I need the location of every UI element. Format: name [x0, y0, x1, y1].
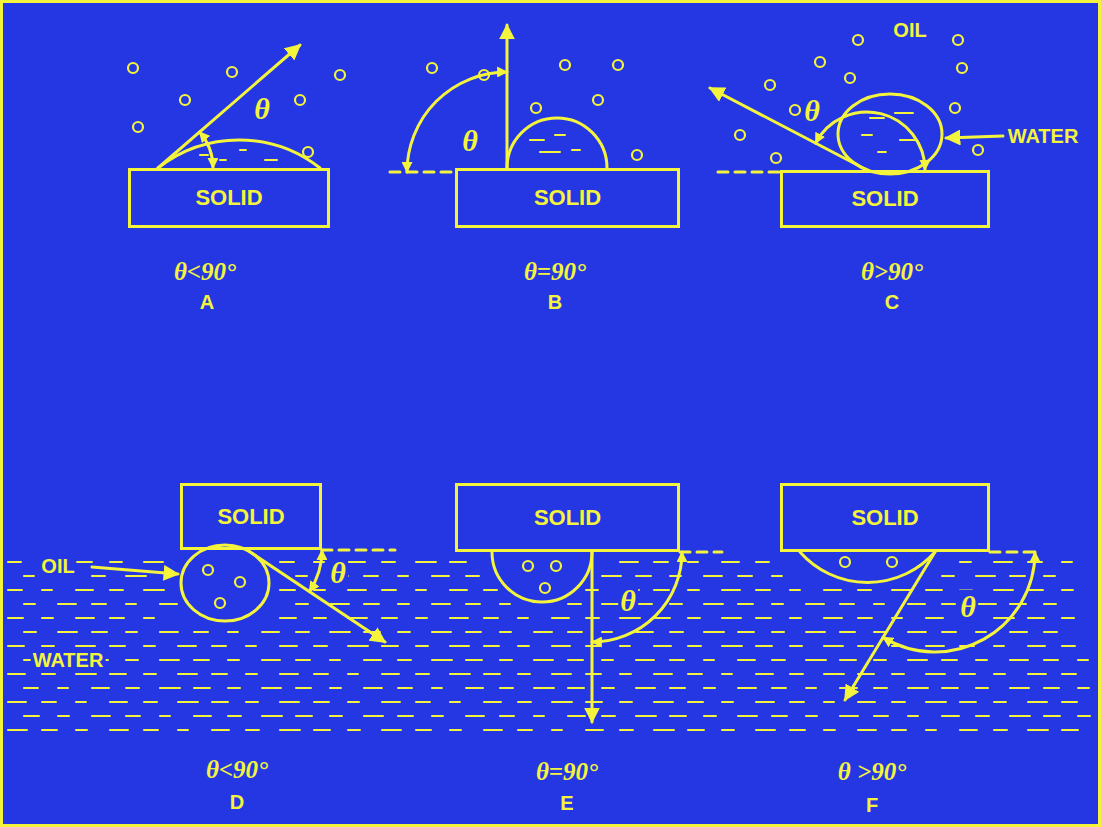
solid-block: SOLID — [780, 483, 990, 552]
water-texture — [200, 150, 277, 160]
angle-symbol: θ — [958, 590, 978, 623]
angle-caption: θ=90° — [522, 258, 588, 286]
angle-caption: θ>90° — [859, 258, 925, 286]
phase-label: WATER — [1006, 125, 1081, 147]
solid-block: SOLID — [455, 483, 680, 552]
surface-line — [680, 551, 722, 554]
panel-letter: B — [546, 291, 564, 313]
surface-line — [322, 549, 395, 552]
tangent-arrow — [710, 88, 867, 170]
oil-droplets — [523, 561, 561, 593]
angle-arc — [200, 132, 213, 168]
solid-block: SOLID — [180, 483, 322, 550]
panel-letter: A — [198, 291, 216, 313]
angle-symbol: θ — [460, 124, 480, 157]
block-label: SOLID — [851, 186, 918, 212]
solid-block: SOLID — [780, 170, 990, 228]
angle-symbol: θ — [618, 584, 638, 617]
solid-block: SOLID — [455, 168, 680, 228]
block-label: SOLID — [851, 505, 918, 531]
water-texture — [862, 113, 916, 152]
water-texture — [530, 135, 580, 152]
block-label: SOLID — [195, 185, 262, 211]
angle-caption: θ<90° — [204, 756, 270, 784]
oil-droplets — [427, 60, 642, 160]
tangent-arrow — [247, 550, 385, 642]
block-label: SOLID — [534, 505, 601, 531]
tangent-arrow — [158, 45, 300, 168]
water-texture — [8, 562, 1090, 730]
angle-symbol: θ — [252, 92, 272, 125]
phase-label: OIL — [891, 19, 928, 41]
panel-letter: E — [558, 792, 575, 814]
panel-letter: D — [228, 791, 246, 813]
oil-drop — [492, 552, 592, 602]
oil-droplets — [128, 63, 345, 157]
water-drop — [507, 118, 607, 168]
tangent-arrow — [591, 552, 594, 722]
angle-arc — [407, 72, 507, 172]
angle-caption: θ<90° — [172, 258, 238, 286]
oil-droplets — [735, 35, 983, 163]
angle-symbol: θ — [802, 94, 822, 127]
angle-arc — [883, 552, 1035, 652]
leader-arrow — [946, 136, 1003, 138]
phase-label: OIL — [39, 555, 76, 577]
surface-line — [990, 551, 1040, 554]
block-label: SOLID — [217, 504, 284, 530]
surface-line — [718, 171, 780, 174]
water-drop — [158, 140, 320, 168]
angle-arc — [309, 550, 322, 592]
angle-caption: θ=90° — [534, 758, 600, 786]
oil-droplets — [840, 557, 897, 567]
angle-arc — [816, 112, 925, 170]
block-label: SOLID — [534, 185, 601, 211]
oil-drop — [800, 552, 935, 582]
angle-arc — [592, 552, 682, 642]
phase-label: WATER — [31, 649, 106, 671]
surface-line — [390, 171, 455, 174]
oil-droplets — [203, 565, 245, 608]
angle-caption: θ >90° — [836, 758, 908, 786]
tangent-arrow — [506, 25, 509, 168]
leader-arrow — [92, 567, 178, 574]
tangent-arrow — [845, 552, 935, 700]
solid-block: SOLID — [128, 168, 330, 228]
panel-letter: C — [883, 291, 901, 313]
panel-letter: F — [864, 794, 880, 816]
angle-symbol: θ — [328, 556, 348, 589]
